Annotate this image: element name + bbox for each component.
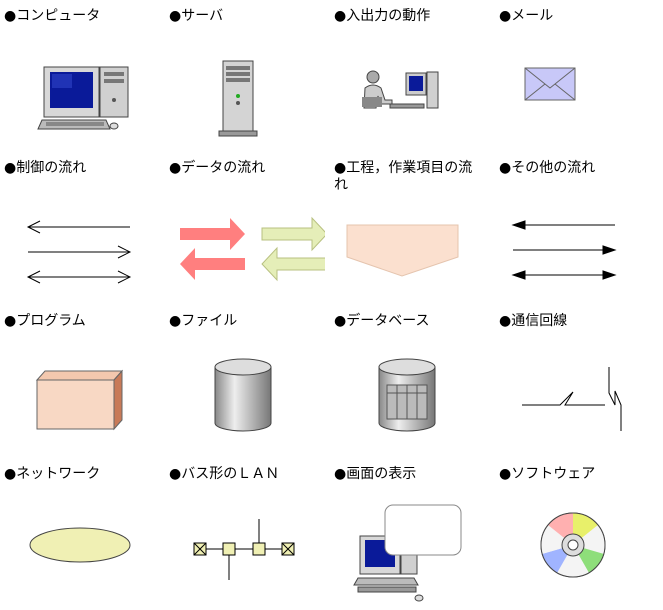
legend-item-screen-display: ●画面の表示 (330, 458, 490, 608)
legend-item-communication-line: ●通信回線 (495, 305, 655, 455)
other-flow-arrows-icon (511, 220, 617, 280)
database-cylinder-icon (378, 358, 436, 432)
legend-label: ●ファイル (169, 313, 238, 329)
server-icon (218, 60, 258, 137)
legend-item-network: ●ネットワーク (0, 458, 160, 608)
legend-label: ●ネットワーク (4, 466, 101, 482)
legend-item-io-operation: ●入出力の動作 (330, 0, 490, 150)
legend-item-control-flow: ●制御の流れ (0, 152, 160, 302)
legend-label: ●サーバ (169, 8, 224, 24)
legend-label: ●通信回線 (499, 313, 568, 329)
legend-label: ●ソフトウェア (499, 466, 596, 482)
network-ellipse-icon (29, 527, 131, 563)
screen-display-icon (353, 504, 462, 602)
legend-item-computer: ●コンピュータ (0, 0, 160, 150)
legend-item-other-flow: ●その他の流れ (495, 152, 655, 302)
legend-label: ●制御の流れ (4, 160, 87, 176)
legend-item-mail: ●メール (495, 0, 655, 150)
file-cylinder-icon (214, 358, 272, 432)
legend-label: ●その他の流れ (499, 160, 596, 176)
person-at-computer-icon (362, 70, 439, 109)
bus-lan-icon (193, 519, 295, 580)
legend-item-program: ●プログラム (0, 305, 160, 455)
control-flow-arrows-icon (26, 220, 132, 284)
legend-item-process-flow: ●工程，作業項目の流れ (330, 152, 490, 302)
legend-label: ●画面の表示 (334, 466, 417, 482)
legend-item-data-flow: ●データの流れ (165, 152, 325, 302)
legend-label: ●メール (499, 8, 554, 24)
communication-line-icon (522, 367, 622, 431)
legend-label: ●バス形のＬＡＮ (169, 466, 280, 482)
data-flow-arrows-icon (180, 216, 325, 282)
legend-label: ●データの流れ (169, 160, 266, 176)
legend-item-database: ●データベース (330, 305, 490, 455)
process-pentagon-icon (346, 224, 459, 277)
legend-label: ●プログラム (4, 313, 86, 329)
legend-label: ●コンピュータ (4, 8, 101, 24)
mail-envelope-icon (524, 67, 576, 101)
program-box-icon (35, 369, 124, 431)
software-cd-icon (540, 512, 606, 578)
legend-item-file: ●ファイル (165, 305, 325, 455)
legend-item-software: ●ソフトウェア (495, 458, 655, 608)
legend-label: ●工程，作業項目の流れ (334, 160, 473, 193)
legend-label: ●入出力の動作 (334, 8, 431, 24)
computer-icon (37, 66, 129, 130)
legend-item-bus-lan: ●バス形のＬＡＮ (165, 458, 325, 608)
legend-item-server: ●サーバ (165, 0, 325, 150)
legend-label: ●データベース (334, 313, 430, 329)
